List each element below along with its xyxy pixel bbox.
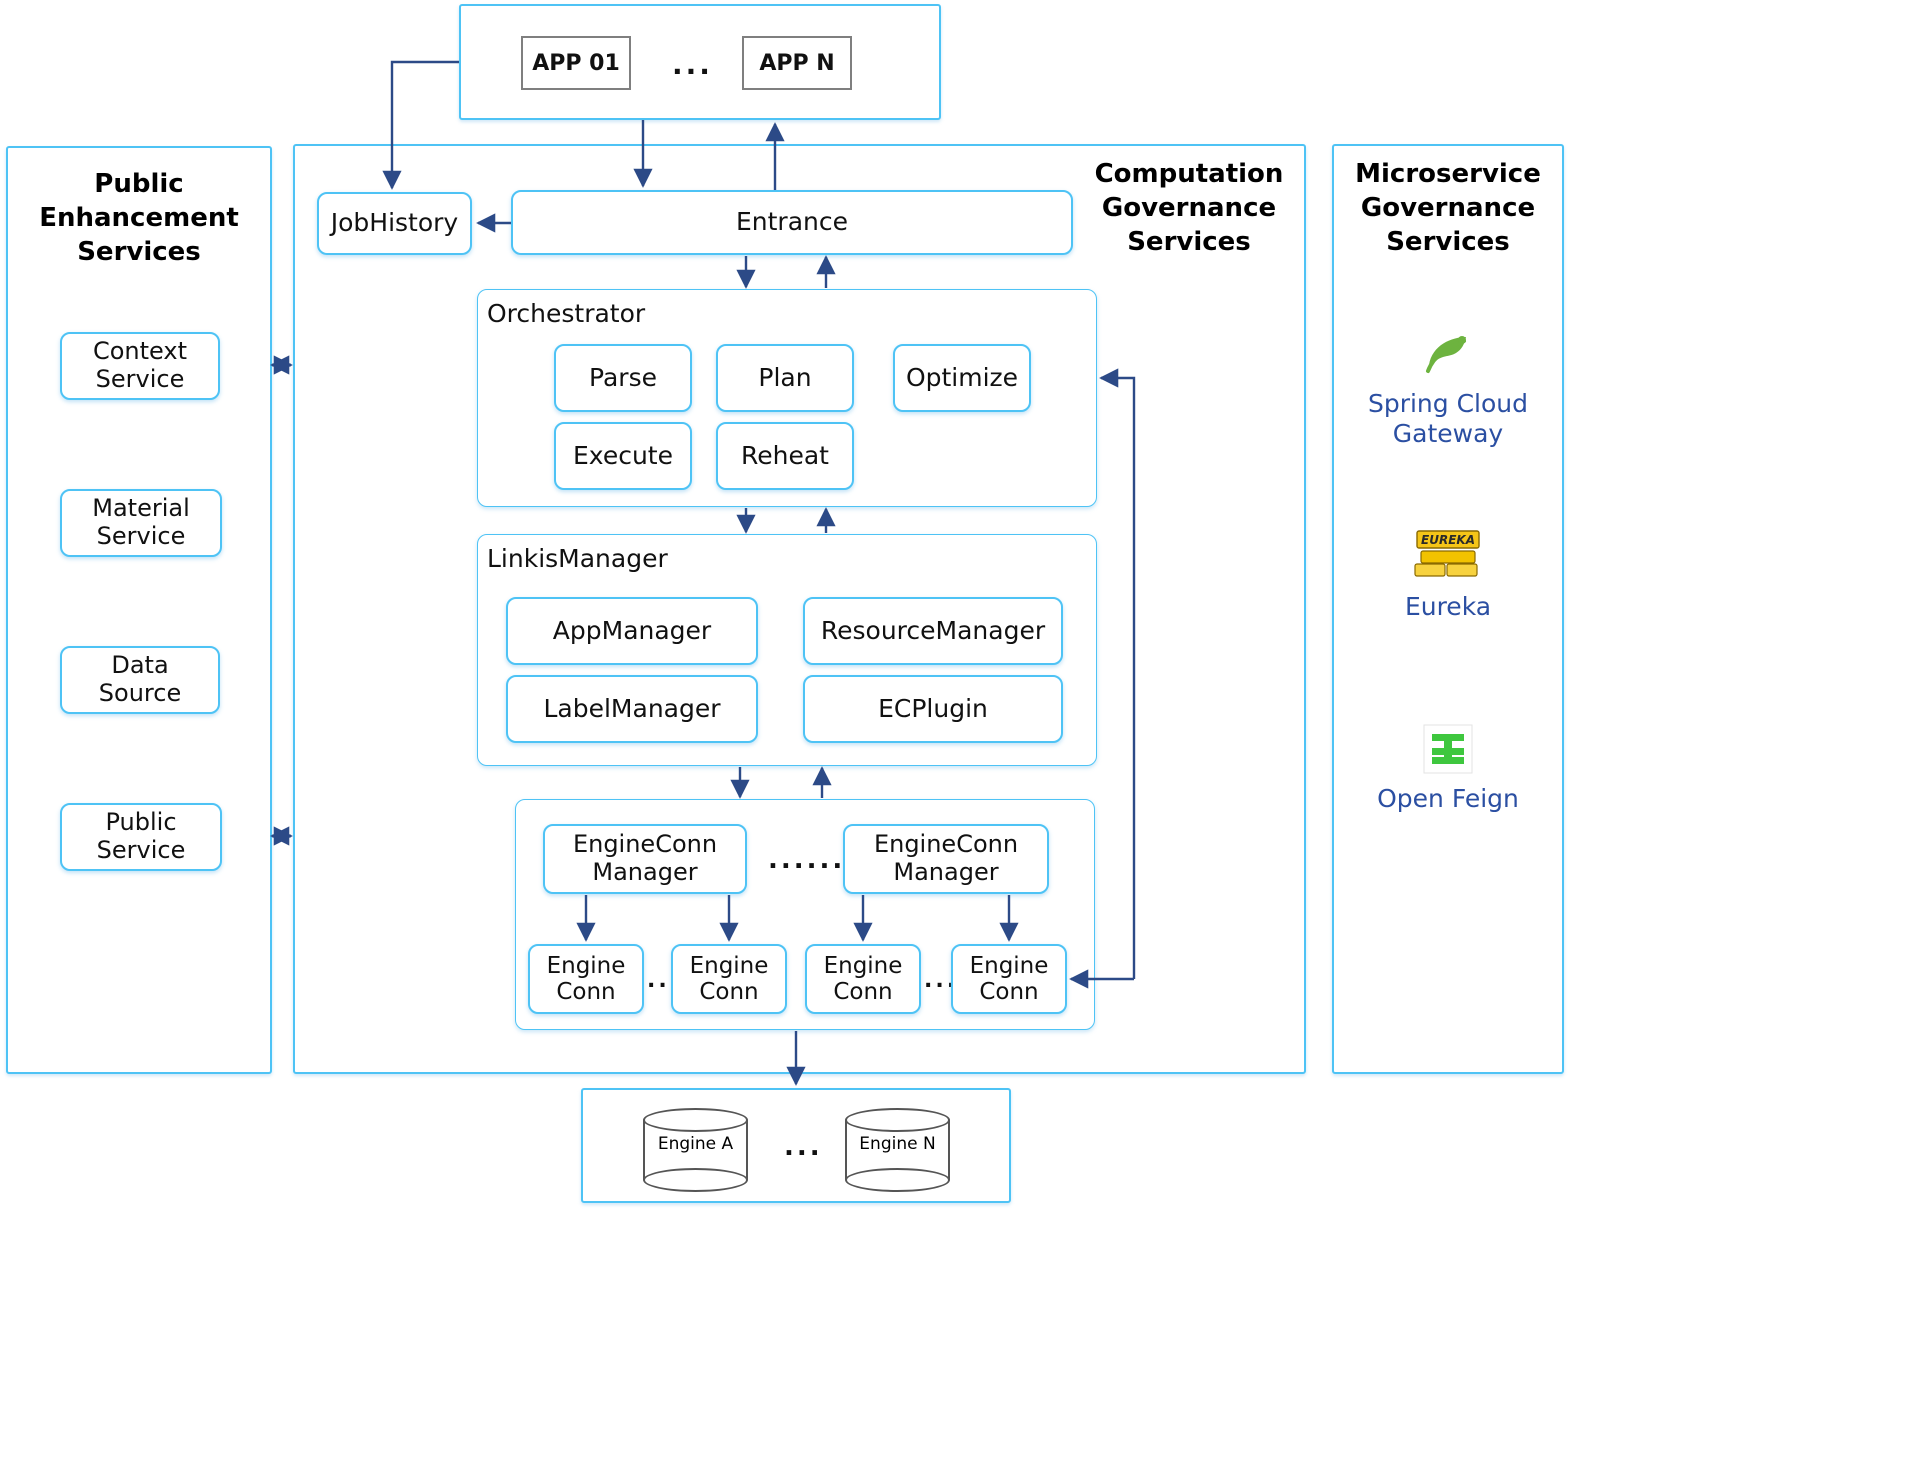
apps-ellipsis: ... xyxy=(672,48,713,81)
engine-n-cyl-bottom xyxy=(845,1168,950,1192)
computation-governance-services-title: Computation Governance Services xyxy=(1075,158,1303,259)
engine-conn-manager-1[interactable]: EngineConn Manager xyxy=(843,824,1049,894)
linkis-item-ecplugin[interactable]: ECPlugin xyxy=(803,675,1063,743)
orchestrator-item-execute[interactable]: Execute xyxy=(554,422,692,490)
microservice-governance-services-panel xyxy=(1332,144,1564,1074)
engine-a-cylinder[interactable]: Engine A xyxy=(643,1108,748,1194)
material-service-line-2: Service xyxy=(96,522,186,550)
open-feign-icon xyxy=(1348,720,1548,778)
ec3-line-1: Engine xyxy=(969,952,1049,979)
app-box-0: APP 01 xyxy=(521,36,631,90)
job-history-box[interactable]: JobHistory xyxy=(317,192,472,255)
public-enhancement-services-panel xyxy=(6,146,272,1074)
open-feign-caption: Open Feign xyxy=(1348,784,1548,814)
ec1-line-1: Engine xyxy=(689,952,769,979)
cgs-title-line-2: Governance xyxy=(1101,192,1277,223)
linkis-item-labelmanager[interactable]: LabelManager xyxy=(506,675,758,743)
engine-a-cyl-bottom xyxy=(643,1168,748,1192)
microservice-item-open-feign[interactable]: Open Feign xyxy=(1348,720,1548,814)
ecm0-line-2: Manager xyxy=(592,858,698,886)
engine-n-label: Engine N xyxy=(859,1134,936,1154)
linkis-manager-label: LinkisManager xyxy=(487,544,668,573)
pes-title-line-3: Services xyxy=(77,236,201,267)
public-service-line-1: Public xyxy=(105,808,177,837)
orchestrator-label: Orchestrator xyxy=(487,299,646,328)
public-service-box[interactable]: Public Service xyxy=(60,803,222,871)
context-service-box[interactable]: Context Service xyxy=(60,332,220,400)
data-source-line-2: Source xyxy=(98,679,182,707)
microservice-item-spring-cloud-gateway[interactable]: Spring Cloud Gateway xyxy=(1348,325,1548,449)
ecm1-line-2: Manager xyxy=(893,858,999,886)
engine-conn-3[interactable]: Engine Conn xyxy=(951,944,1067,1014)
ec1-line-2: Conn xyxy=(699,979,759,1005)
ec0-line-2: Conn xyxy=(556,979,616,1005)
engines-store-ellipsis: ... xyxy=(784,1132,823,1162)
linkis-item-appmanager[interactable]: AppManager xyxy=(506,597,758,665)
ec2-line-2: Conn xyxy=(833,979,893,1005)
engine-n-cylinder[interactable]: Engine N xyxy=(845,1108,950,1194)
engine-conn-2[interactable]: Engine Conn xyxy=(805,944,921,1014)
public-enhancement-services-title: Public Enhancement Services xyxy=(16,168,262,269)
app-box-1: APP N xyxy=(742,36,852,90)
mgs-title-line-2: Governance xyxy=(1360,192,1536,223)
eureka-caption: Eureka xyxy=(1348,592,1548,622)
pes-title-line-1: Public xyxy=(94,169,184,199)
spring-cloud-leaf-icon xyxy=(1348,325,1548,383)
linkis-item-resourcemanager[interactable]: ResourceManager xyxy=(803,597,1063,665)
orchestrator-item-parse[interactable]: Parse xyxy=(554,344,692,412)
engine-a-cyl-top xyxy=(643,1108,748,1132)
scg-caption-line-1: Spring Cloud xyxy=(1367,389,1529,418)
open-feign-caption-line-1: Open Feign xyxy=(1377,784,1519,813)
ecm0-line-1: EngineConn xyxy=(572,830,718,859)
ec3-line-2: Conn xyxy=(979,979,1039,1005)
pes-title-line-2: Enhancement xyxy=(39,202,239,233)
microservice-item-eureka[interactable]: EUREKA Eureka xyxy=(1348,528,1548,622)
ecm1-line-1: EngineConn xyxy=(873,830,1019,859)
public-service-line-2: Service xyxy=(96,836,186,864)
data-source-box[interactable]: Data Source xyxy=(60,646,220,714)
orchestrator-item-plan[interactable]: Plan xyxy=(716,344,854,412)
scg-caption-line-2: Gateway xyxy=(1392,419,1504,448)
engine-conn-0[interactable]: Engine Conn xyxy=(528,944,644,1014)
material-service-line-1: Material xyxy=(92,494,190,523)
svg-text:EUREKA: EUREKA xyxy=(1421,533,1475,547)
eureka-icon: EUREKA xyxy=(1348,528,1548,586)
engine-conn-1[interactable]: Engine Conn xyxy=(671,944,787,1014)
cgs-title-line-3: Services xyxy=(1127,226,1251,257)
context-service-line-1: Context xyxy=(92,337,188,366)
ec0-line-1: Engine xyxy=(546,952,626,979)
context-service-line-2: Service xyxy=(95,365,185,393)
engine-a-label: Engine A xyxy=(657,1134,734,1154)
material-service-box[interactable]: Material Service xyxy=(60,489,222,557)
data-source-line-1: Data xyxy=(111,651,169,680)
eureka-caption-line-1: Eureka xyxy=(1404,592,1492,621)
entrance-box[interactable]: Entrance xyxy=(511,190,1073,255)
microservice-governance-services-title: Microservice Governance Services xyxy=(1340,158,1556,259)
ec2-line-1: Engine xyxy=(823,952,903,979)
mgs-title-line-1: Microservice xyxy=(1355,159,1541,189)
mgs-title-line-3: Services xyxy=(1386,226,1510,257)
spring-cloud-gateway-caption: Spring Cloud Gateway xyxy=(1348,389,1548,449)
orchestrator-item-optimize[interactable]: Optimize xyxy=(893,344,1031,412)
orchestrator-item-reheat[interactable]: Reheat xyxy=(716,422,854,490)
engine-conn-manager-0[interactable]: EngineConn Manager xyxy=(543,824,747,894)
engine-conn-manager-ellipsis: ...... xyxy=(768,845,846,875)
cgs-title-line-1: Computation xyxy=(1094,159,1284,189)
engine-n-cyl-top xyxy=(845,1108,950,1132)
